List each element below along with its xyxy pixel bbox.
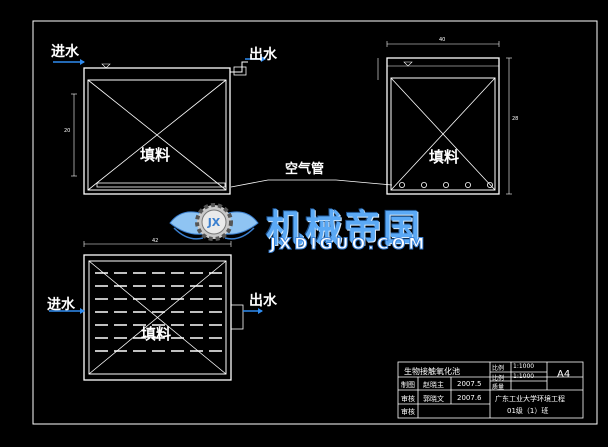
plan-media-box — [88, 260, 227, 375]
title-block — [397, 361, 584, 419]
drawing-frame — [32, 20, 598, 425]
watermark-logo: JX — [169, 203, 259, 241]
drawn-by: 赵晓主 — [423, 381, 444, 389]
drawn-by-label: 制图 — [401, 381, 415, 389]
scale-value: 1:1000 — [513, 373, 535, 380]
outlet-label: 出水 — [249, 293, 277, 309]
weight-label: 质量 — [492, 384, 505, 391]
watermark-subtitle: JXDIGUO.COM — [269, 234, 428, 254]
media-label: 填料 — [429, 148, 460, 166]
checked-date: 2007.6 — [457, 394, 482, 402]
aerator-hole — [398, 181, 405, 188]
air-pipe-leader — [230, 179, 269, 188]
checked-by: 郭晓文 — [423, 395, 444, 403]
scale-value: 1:1000 — [513, 363, 535, 370]
side-view — [377, 41, 512, 195]
sheet-size: A4 — [557, 369, 571, 380]
media-label: 填料 — [141, 325, 172, 343]
dimension-text: 20 — [64, 128, 71, 134]
aeration-pipe-dashes — [95, 272, 222, 352]
dimension-text: 28 — [512, 116, 519, 122]
inlet-label: 进水 — [51, 44, 79, 60]
scale-label: 比例 — [492, 365, 505, 372]
dimension-text: 42 — [152, 238, 159, 244]
aerator-hole — [486, 181, 493, 188]
outlet-label: 出水 — [249, 47, 277, 63]
aerator-hole — [464, 181, 471, 188]
aerator-hole — [420, 181, 427, 188]
water-level-symbol — [101, 63, 111, 69]
drawing-title: 生物接触氧化池 — [404, 367, 460, 376]
aerator-hole — [442, 181, 449, 188]
scale-label: 比例 — [492, 375, 505, 382]
watermark-title: 机械帝国 — [266, 207, 422, 250]
drawn-date: 2007.5 — [457, 380, 482, 388]
aeration-pipe — [96, 182, 226, 188]
side-tank — [386, 57, 500, 195]
school-name: 广东工业大学环境工程 — [495, 395, 565, 403]
media-cross-line — [88, 260, 227, 375]
watermark-logo-letters: JX — [207, 216, 221, 229]
class-line: 01级（1）班 — [507, 407, 549, 415]
media-label: 填料 — [140, 146, 171, 164]
inlet-arrowhead — [80, 59, 85, 65]
media-cross-line — [390, 77, 496, 191]
plan-view — [49, 241, 263, 381]
approval-label: 审核 — [401, 408, 415, 416]
media-cross-line — [87, 79, 227, 191]
inlet-label: 进水 — [47, 297, 75, 313]
outlet-box — [230, 304, 244, 330]
water-level-symbol — [403, 61, 413, 67]
side-media-box — [390, 77, 496, 191]
outlet-arrowhead — [258, 308, 263, 314]
checked-by-label: 审核 — [401, 395, 415, 403]
dimension-text: 40 — [439, 37, 446, 43]
outlet-arrowhead — [261, 56, 266, 62]
air-pipe-leader — [335, 179, 393, 186]
elevation-media-box — [87, 79, 227, 191]
inlet-arrowhead — [80, 308, 85, 314]
outlet-box — [233, 66, 247, 76]
elevation-tank — [83, 67, 231, 195]
air-pipe-label: 空气管 — [285, 162, 325, 177]
elevation-view — [53, 56, 393, 195]
